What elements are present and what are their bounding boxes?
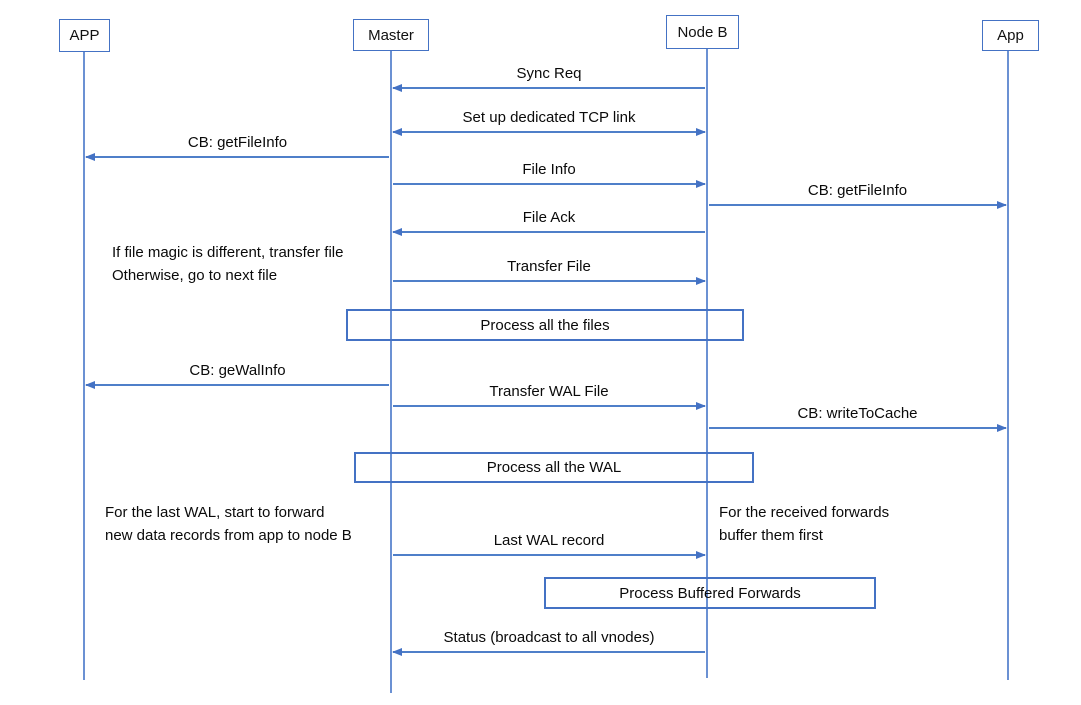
message-label-file-info: File Info (522, 161, 576, 178)
actor-label-node-b: Node B (677, 23, 728, 41)
arrowhead-left-file-ack (392, 227, 402, 236)
message-label-cb-getfileinfo-right: CB: getFileInfo (807, 182, 908, 199)
message-line-transfer-file (393, 280, 705, 282)
note-file-magic: If file magic is different, transfer fil… (112, 244, 344, 284)
actor-box-node-b: Node B (666, 15, 739, 49)
message-label-transfer-file: Transfer File (507, 258, 591, 275)
arrowhead-left-status-broadcast (392, 647, 402, 656)
message-line-last-wal-record (393, 554, 705, 556)
note-last-wal-forward: For the last WAL, start to forward new d… (105, 504, 352, 544)
message-line-cb-getfileinfo-right (709, 204, 1006, 206)
arrowhead-left-setup-tcp-link (392, 127, 402, 136)
message-line-sync-req (393, 87, 705, 89)
process-box-label-process-all-wal: Process all the WAL (486, 459, 622, 476)
actor-label-master: Master (368, 26, 414, 44)
lifeline-app-left (83, 52, 85, 680)
process-box-process-all-wal: Process all the WAL (354, 452, 754, 483)
actor-box-app-right: App (982, 20, 1039, 51)
message-label-cb-getfileinfo-left: CB: getFileInfo (187, 134, 288, 151)
arrowhead-right-transfer-file (696, 276, 706, 285)
lifeline-node-b (706, 49, 708, 678)
message-line-cb-gewalinfo (86, 384, 389, 386)
arrowhead-right-last-wal-record (696, 550, 706, 559)
lifeline-master (390, 51, 392, 693)
message-label-cb-writetocache: CB: writeToCache (797, 405, 918, 422)
message-line-setup-tcp-link (393, 131, 705, 133)
process-box-label-process-all-files: Process all the files (480, 316, 610, 334)
process-box-label-process-buffered-forwards: Process Buffered Forwards (619, 584, 801, 602)
message-line-cb-writetocache (709, 427, 1006, 429)
message-line-status-broadcast (393, 651, 705, 653)
message-label-sync-req: Sync Req (516, 65, 582, 82)
message-line-cb-getfileinfo-left (86, 156, 389, 158)
message-line-file-info (393, 183, 705, 185)
message-line-file-ack (393, 231, 705, 233)
message-label-last-wal-record: Last WAL record (493, 532, 605, 549)
arrowhead-right-setup-tcp-link (696, 127, 706, 136)
arrowhead-left-cb-getfileinfo-left (85, 152, 95, 161)
lifeline-app-right (1007, 51, 1009, 680)
actor-box-master: Master (353, 19, 429, 51)
message-label-cb-gewalinfo: CB: geWalInfo (189, 362, 286, 379)
actor-label-app-left: APP (69, 27, 100, 44)
message-label-setup-tcp-link: Set up dedicated TCP link (462, 109, 636, 126)
message-label-transfer-wal-file: Transfer WAL File (489, 383, 609, 400)
process-box-process-all-files: Process all the files (346, 309, 744, 341)
arrowhead-right-cb-getfileinfo-right (997, 200, 1007, 209)
actor-label-app-right: App (997, 27, 1024, 44)
note-received-forwards: For the received forwards buffer them fi… (719, 504, 890, 544)
arrowhead-right-file-info (696, 179, 706, 188)
arrowhead-left-sync-req (392, 83, 402, 92)
message-line-transfer-wal-file (393, 405, 705, 407)
message-label-status-broadcast: Status (broadcast to all vnodes) (443, 629, 655, 646)
arrowhead-left-cb-gewalinfo (85, 380, 95, 389)
actor-box-app-left: APP (59, 19, 110, 52)
arrowhead-right-transfer-wal-file (696, 401, 706, 410)
message-label-file-ack: File Ack (522, 209, 576, 226)
process-box-process-buffered-forwards: Process Buffered Forwards (544, 577, 876, 609)
arrowhead-right-cb-writetocache (997, 423, 1007, 432)
